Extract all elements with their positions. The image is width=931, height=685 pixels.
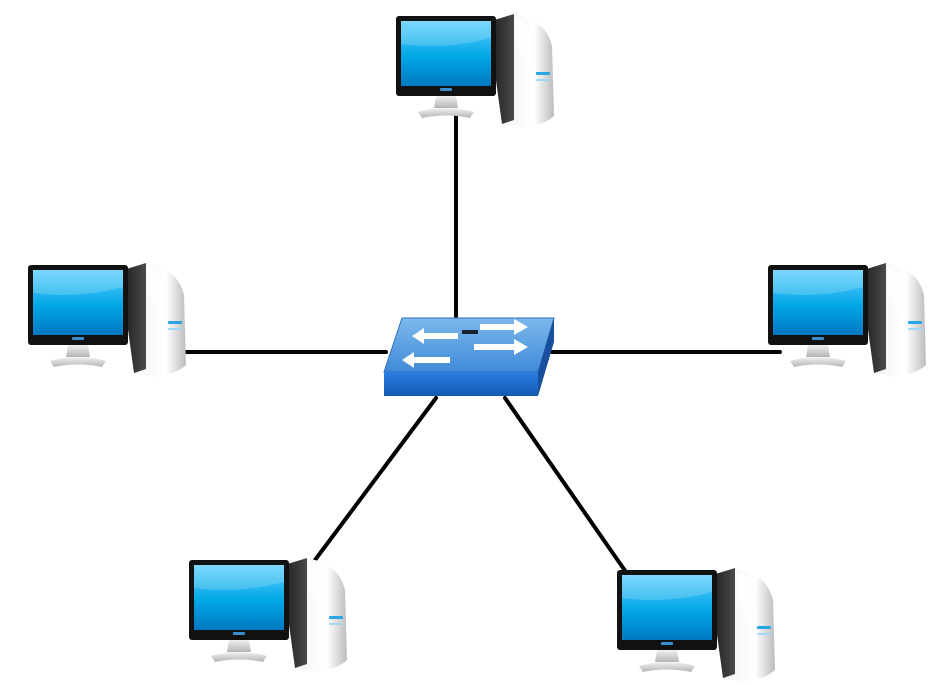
desktop-computer-icon [617, 568, 775, 682]
network-links [184, 113, 782, 577]
node-left [28, 263, 186, 377]
network-switch-icon [383, 317, 555, 396]
desktop-computer-icon [28, 263, 186, 377]
link-bottom-left [313, 396, 438, 562]
desktop-computer-icon [189, 558, 347, 672]
node-bottom-right [617, 568, 775, 682]
node-top [396, 14, 554, 128]
desktop-computer-icon [396, 14, 554, 128]
desktop-computer-icon [768, 263, 926, 377]
node-bottom-left [189, 558, 347, 672]
node-right [768, 263, 926, 377]
link-bottom-right [503, 396, 630, 577]
